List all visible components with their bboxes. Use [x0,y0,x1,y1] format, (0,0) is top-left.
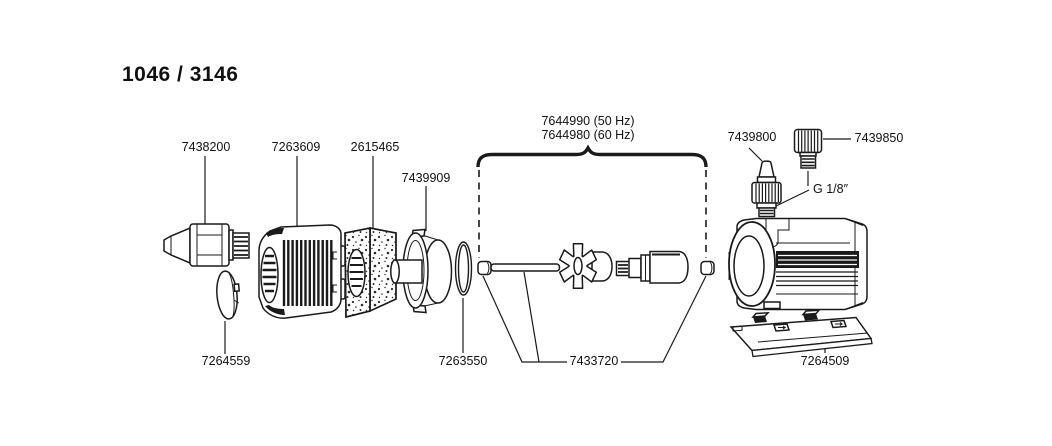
cap-fitting-drawing [793,128,823,169]
label-thread-size: G 1/8″ [813,182,848,196]
impeller-drawing [558,242,613,290]
label-impeller-unit: 7644990 (50 Hz) 7644980 (60 Hz) [541,114,635,142]
label-cover-plate: 7264559 [201,354,251,368]
pump-body-drawing [728,217,868,311]
label-hose-connector: 7438200 [181,140,231,154]
hose-connector-drawing [163,223,250,267]
label-pump-cover: 7263609 [271,140,321,154]
label-nipple-fitting: 7439800 [727,130,777,144]
page-title: 1046 / 3146 [122,63,239,86]
label-shaft-set: 7433720 [569,354,619,368]
shaft-set-drawing [477,260,715,276]
rotor-drawing [615,250,689,284]
filter-foam-drawing [344,227,397,318]
label-base-plate: 7264509 [800,354,850,368]
callout-lines [204,138,851,363]
label-filter-foam: 2615465 [350,140,400,154]
pump-cover-drawing [258,224,346,319]
label-sealing-ring: 7263550 [438,354,488,368]
label-impeller-unit-50hz: 7644990 (50 Hz) [541,114,635,128]
impeller-group-brace [476,144,708,258]
sealing-ring-drawing [454,241,473,296]
label-impeller-unit-60hz: 7644980 (60 Hz) [541,127,635,142]
nipple-fitting-drawing [751,160,782,218]
impeller-cover-drawing [390,228,453,314]
label-impeller-cover: 7439909 [401,171,451,185]
base-plate-drawing [729,309,873,358]
label-cap-fitting: 7439850 [854,131,904,145]
cover-plate-drawing [216,270,241,320]
